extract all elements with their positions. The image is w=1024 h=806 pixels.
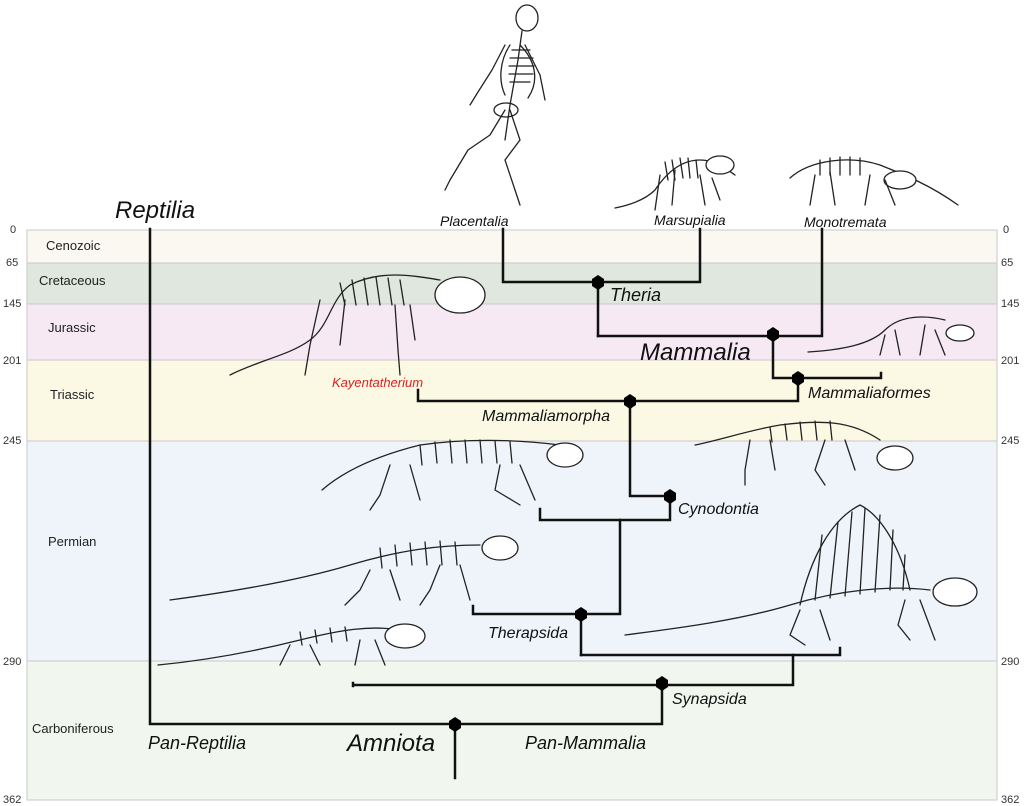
clade-label-amniota: Amniota — [345, 730, 435, 757]
time-tick-left: 290 — [3, 656, 21, 668]
band-jurassic — [26, 303, 998, 361]
mammaliaform-skeleton-icon — [807, 316, 975, 356]
time-tick-left: 245 — [3, 435, 21, 447]
period-label-permian: Permian — [48, 534, 96, 549]
node-cynodontia-icon — [664, 489, 676, 504]
clade-label-synapsida: Synapsida — [672, 691, 747, 708]
time-tick-left: 145 — [3, 298, 21, 310]
time-tick-right: 245 — [1001, 435, 1019, 447]
time-tick-right: 65 — [1001, 257, 1013, 269]
time-tick-left: 201 — [3, 355, 21, 367]
skeleton-illustrations — [157, 4, 978, 666]
early-synapsid-skeleton-icon — [157, 623, 426, 666]
branch-mammaliaformes — [771, 334, 883, 380]
cynodont-left-skeleton-icon — [321, 439, 584, 511]
time-tick-right: 201 — [1001, 355, 1019, 367]
branch-pan-mammalia — [453, 681, 664, 726]
clade-label-theria: Theria — [610, 285, 661, 305]
clade-label-mammaliaformes: Mammaliaformes — [808, 385, 931, 402]
branch-cynodontia — [538, 494, 672, 522]
branch-mammalia — [596, 227, 824, 338]
clade-label-reptilia: Reptilia — [115, 197, 195, 224]
period-label-cenozoic: Cenozoic — [46, 238, 101, 253]
taxon-label-kayentatherium: Kayentatherium — [332, 375, 423, 390]
time-tick-left: 0 — [10, 224, 16, 236]
time-tick-left: 65 — [6, 257, 18, 269]
time-tick-right: 0 — [1003, 224, 1009, 236]
band-carboniferous — [26, 660, 998, 801]
time-tick-right: 362 — [1001, 794, 1019, 806]
taxon-label-monotremata: Monotremata — [804, 214, 887, 230]
clade-label-cynodontia: Cynodontia — [678, 501, 759, 518]
branch-kayentatherium — [416, 376, 800, 403]
time-tick-right: 145 — [1001, 298, 1019, 310]
band-cretaceous — [26, 262, 998, 305]
dimetrodon-skeleton-icon — [624, 504, 978, 646]
period-label-cretaceous: Cretaceous — [39, 273, 106, 288]
period-label-carboniferous: Carboniferous — [32, 721, 114, 736]
clade-label-therapsida: Therapsida — [488, 625, 568, 642]
branch-synapsida — [351, 653, 795, 688]
branch-mammaliamorpha — [628, 399, 672, 498]
marsupial-skeleton-icon — [614, 155, 736, 211]
taxon-label-placentalia: Placentalia — [440, 213, 509, 229]
node-markers — [449, 275, 804, 732]
clade-label-pan-mammalia: Pan-Mammalia — [525, 733, 646, 753]
node-synapsida-icon — [656, 676, 668, 691]
monotreme-skeleton-icon — [789, 156, 959, 206]
time-tick-right: 290 — [1001, 656, 1019, 668]
node-mammaliaformes-icon — [792, 371, 804, 386]
node-amniota-icon — [449, 717, 461, 732]
period-label-triassic: Triassic — [50, 387, 95, 402]
node-theria-icon — [592, 275, 604, 290]
branch-reptilia — [148, 227, 457, 726]
period-label-jurassic: Jurassic — [48, 320, 96, 335]
therapsid-skeleton-icon — [169, 535, 519, 606]
branch-sail-synapsid — [579, 646, 842, 657]
node-therapsida-icon — [575, 607, 587, 622]
band-cenozoic — [26, 229, 998, 264]
clade-label-pan-reptilia: Pan-Reptilia — [148, 733, 246, 753]
clade-label-mammaliamorpha: Mammaliamorpha — [482, 408, 610, 425]
time-tick-left: 362 — [3, 794, 21, 806]
cynodont-right-skeleton-icon — [694, 420, 914, 486]
node-mammalia-icon — [767, 327, 779, 342]
clade-label-mammalia: Mammalia — [640, 339, 751, 366]
human-skeleton-icon — [444, 4, 546, 206]
taxon-label-marsupialia: Marsupialia — [654, 212, 726, 228]
node-mammaliamorpha-icon — [624, 394, 636, 409]
kayentatherium-skeleton-icon — [229, 274, 486, 376]
